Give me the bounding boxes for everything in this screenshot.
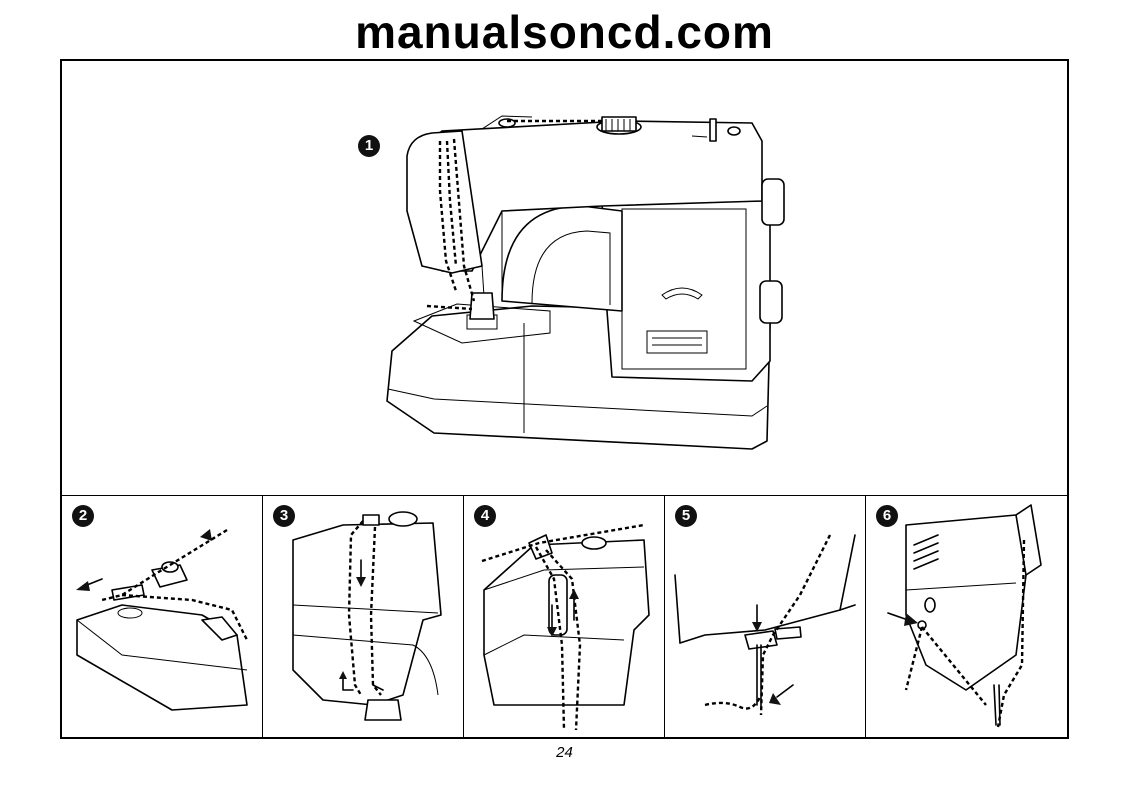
step-badge-1: 1 (358, 135, 380, 157)
step-badge-5: 5 (675, 505, 697, 527)
step-badge-3: 3 (273, 505, 295, 527)
illustration-frame: 1 (60, 59, 1069, 739)
step-panel-2: 2 (62, 495, 263, 737)
step-panel-3: 3 (263, 495, 464, 737)
step-badge-2: 2 (72, 505, 94, 527)
thread-path-illustration (481, 523, 650, 731)
needle-bar-guide-illustration (674, 534, 856, 716)
step-panels: 2 3 (62, 495, 1067, 737)
thread-guide-illustration (76, 528, 249, 711)
sewing-machine-illustration (386, 115, 785, 450)
main-illustration-panel: 1 (62, 61, 1067, 496)
step-badge-4: 4 (474, 505, 496, 527)
step-panel-4: 4 (464, 495, 665, 737)
step-panel-5: 5 (665, 495, 866, 737)
step-panel-6: 6 (866, 495, 1067, 737)
take-up-lever-illustration (292, 511, 442, 721)
site-title: manualsoncd.com (355, 6, 774, 58)
page-number: 24 (556, 744, 573, 761)
step-badge-6: 6 (876, 505, 898, 527)
needle-threading-illustration (887, 504, 1042, 728)
